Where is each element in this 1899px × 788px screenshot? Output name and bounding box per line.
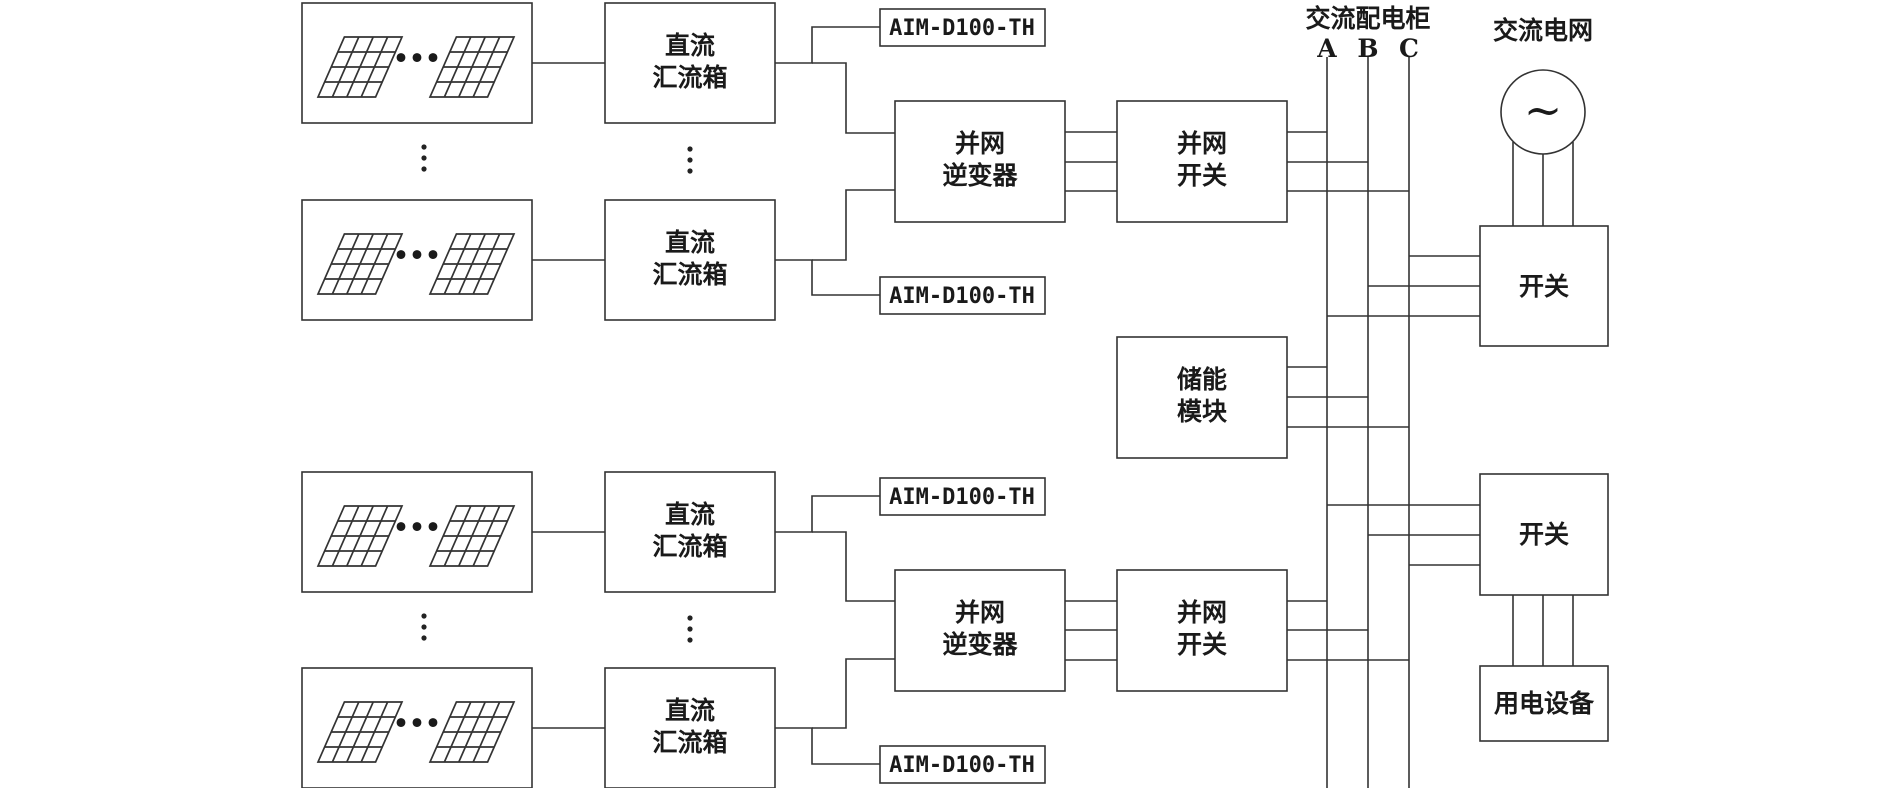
vertical-ellipsis [421,144,693,643]
panel-ellipsis: ••• [393,44,441,73]
panel-ellipsis: ••• [393,709,441,738]
dc-combiner-box-4: 直流 汇流箱 [604,667,776,788]
grid-tie-switch-1: 并网 开关 [1116,100,1288,223]
ac-grid-title: 交流电网 [1493,16,1593,45]
svg-text:汇流箱: 汇流箱 [652,728,727,757]
dc-combiner-box-3: 直流 汇流箱 [604,471,776,593]
grid-inverter-2: 并网 逆变器 [894,569,1066,692]
phase-b-label: B [1357,34,1378,63]
sensor-aim-d100-th-2: AIM-D100-TH [879,276,1046,315]
svg-text:开关: 开关 [1519,272,1569,301]
svg-text:模块: 模块 [1177,397,1227,426]
svg-text:汇流箱: 汇流箱 [652,532,727,561]
phase-c-label: C [1399,34,1419,63]
dc-combiner-box-2: 直流 汇流箱 [604,199,776,321]
svg-text:汇流箱: 汇流箱 [652,63,727,92]
svg-text:储能: 储能 [1177,365,1227,394]
svg-text:直流: 直流 [665,228,715,257]
svg-text:并网: 并网 [955,598,1005,627]
electrical-equipment: 用电设备 [1479,665,1609,742]
svg-text:直流: 直流 [665,500,715,529]
svg-text:并网: 并网 [1177,598,1227,627]
pv-string-4: ••• [301,667,533,788]
panel-ellipsis: ••• [393,513,441,542]
grid-tie-switch-2: 并网 开关 [1116,569,1288,692]
svg-text:汇流箱: 汇流箱 [652,260,727,289]
svg-text:开关: 开关 [1177,630,1227,659]
grid-inverter-1: 并网 逆变器 [894,100,1066,223]
load-switch: 开关 [1479,473,1609,596]
svg-text:逆变器: 逆变器 [942,630,1018,659]
energy-storage-module: 储能 模块 [1116,336,1288,459]
pv-string-1: ••• [301,2,533,124]
pv-string-2: ••• [301,199,533,321]
phase-a-label: A [1316,34,1337,63]
svg-text:AIM-D100-TH: AIM-D100-TH [889,485,1035,510]
svg-text:直流: 直流 [665,696,715,725]
svg-text:AIM-D100-TH: AIM-D100-TH [889,284,1035,309]
svg-text:AIM-D100-TH: AIM-D100-TH [889,753,1035,778]
ac-source-icon: ~ [1500,69,1586,155]
svg-text:用电设备: 用电设备 [1494,689,1595,718]
sensor-aim-d100-th-3: AIM-D100-TH [879,477,1046,516]
svg-text:并网: 并网 [1177,129,1227,158]
sensor-aim-d100-th-1: AIM-D100-TH [879,8,1046,47]
dc-combiner-box-1: 直流 汇流箱 [604,2,776,124]
svg-text:并网: 并网 [955,129,1005,158]
svg-text:直流: 直流 [665,31,715,60]
sensor-aim-d100-th-4: AIM-D100-TH [879,745,1046,784]
grid-switch: 开关 [1479,225,1609,347]
svg-text:开关: 开关 [1519,520,1569,549]
panel-ellipsis: ••• [393,241,441,270]
svg-text:~: ~ [1524,83,1563,137]
pv-string-3: ••• [301,471,533,593]
svg-text:AIM-D100-TH: AIM-D100-TH [889,16,1035,41]
ac-cabinet-title: 交流配电柜 [1305,4,1430,33]
svg-text:开关: 开关 [1177,161,1227,190]
svg-text:逆变器: 逆变器 [942,161,1018,190]
